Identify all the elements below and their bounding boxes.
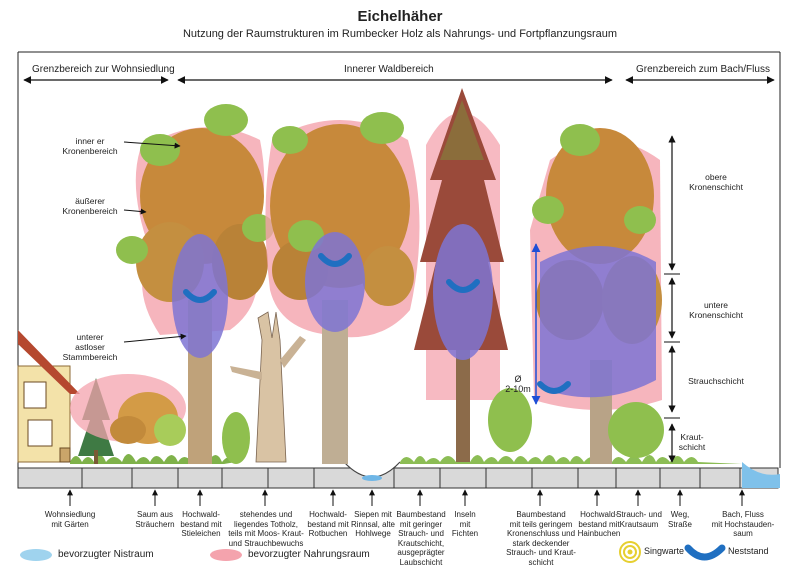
layer-shrub: Strauchschicht [688, 376, 744, 386]
legend-food-space-swatch [210, 549, 242, 561]
segment-label-herb-margin: Strauch- und Krautsaum [616, 510, 662, 529]
layer-upper-crown: obere Kronenschicht [689, 172, 743, 192]
zone-label-middle: Innerer Waldbereich [344, 64, 434, 75]
zone-label-right: Grenzbereich zum Bach/Fluss [636, 64, 770, 75]
annotation-lower-trunk: unterer astloser Stammbereich [62, 332, 118, 362]
legend-food-space: bevorzugter Nahrungsraum [248, 549, 370, 560]
annotation-inner-crown: inner er Kronenbereich [62, 136, 118, 156]
oak-tree [116, 104, 274, 464]
legend-nest-space-swatch [20, 549, 52, 561]
legend-nest-site: Neststand [728, 546, 769, 556]
segment-label-open-canopy-stand: Baumbestand mit teils geringem Kronensch… [506, 510, 576, 567]
diagram-subtitle: Nutzung der Raumstrukturen im Rumbecker … [182, 28, 618, 40]
nest-site-icon [183, 289, 217, 303]
deadwood-trunk [222, 311, 306, 464]
segment-label-deadwood: stehendes und liegendes Totholz, teils m… [228, 510, 304, 548]
segment-label-road: Weg, Straße [667, 510, 692, 529]
legend-nest-space: bevorzugter Nistraum [58, 549, 154, 560]
diagram-title: Eichelhäher [357, 8, 443, 25]
bach-water [742, 462, 780, 488]
hornbeam-tree [488, 124, 664, 464]
segment-label-leaf-layer-stand: Baumbestand mit geringer Strauch- und Kr… [396, 510, 446, 567]
nest-site-legend-icon [684, 544, 726, 561]
zone-label-left: Grenzbereich zur Wohnsiedlung [32, 64, 175, 75]
layer-lower-crown: untere Kronenschicht [689, 300, 743, 320]
segment-label-shrub-margin: Saum aus Sträuchern [135, 510, 175, 529]
rinnsal [362, 475, 382, 481]
segment-label-beech-forest: Hochwald- bestand mit Rotbuchen [307, 510, 349, 538]
beech-tree [265, 112, 420, 464]
ground-strip [17, 467, 779, 489]
song-post-icon [619, 541, 641, 563]
segment-label-oak-forest: Hochwald- bestand mit Stieleichen [180, 510, 222, 538]
segment-label-stream: Bach, Fluss mit Hochstauden- saum [711, 510, 775, 538]
segment-label-hornbeam-forest: Hochwald- bestand mit Hainbuchen [577, 510, 621, 538]
segment-label-settlement: Wohnsiedlung mit Gärten [44, 510, 96, 529]
segment-label-siepen: Siepen mit Rinnsal, alte Hohlwege [350, 510, 396, 538]
annotation-pointers [123, 141, 187, 343]
spruce-tree [414, 88, 508, 462]
house [17, 330, 80, 463]
layer-herb: Kraut- schicht [678, 432, 706, 452]
segment-label-spruce-islands: Inseln mit Fichten [451, 510, 479, 538]
layer-arrows [664, 135, 680, 463]
segment-pointers [67, 489, 745, 506]
annotation-outer-crown: äußerer Kronenbereich [62, 196, 118, 216]
diameter-label: Ø 2-10m [505, 374, 531, 394]
shrub-left [70, 374, 186, 446]
legend-song-post: Singwarte [644, 546, 685, 556]
